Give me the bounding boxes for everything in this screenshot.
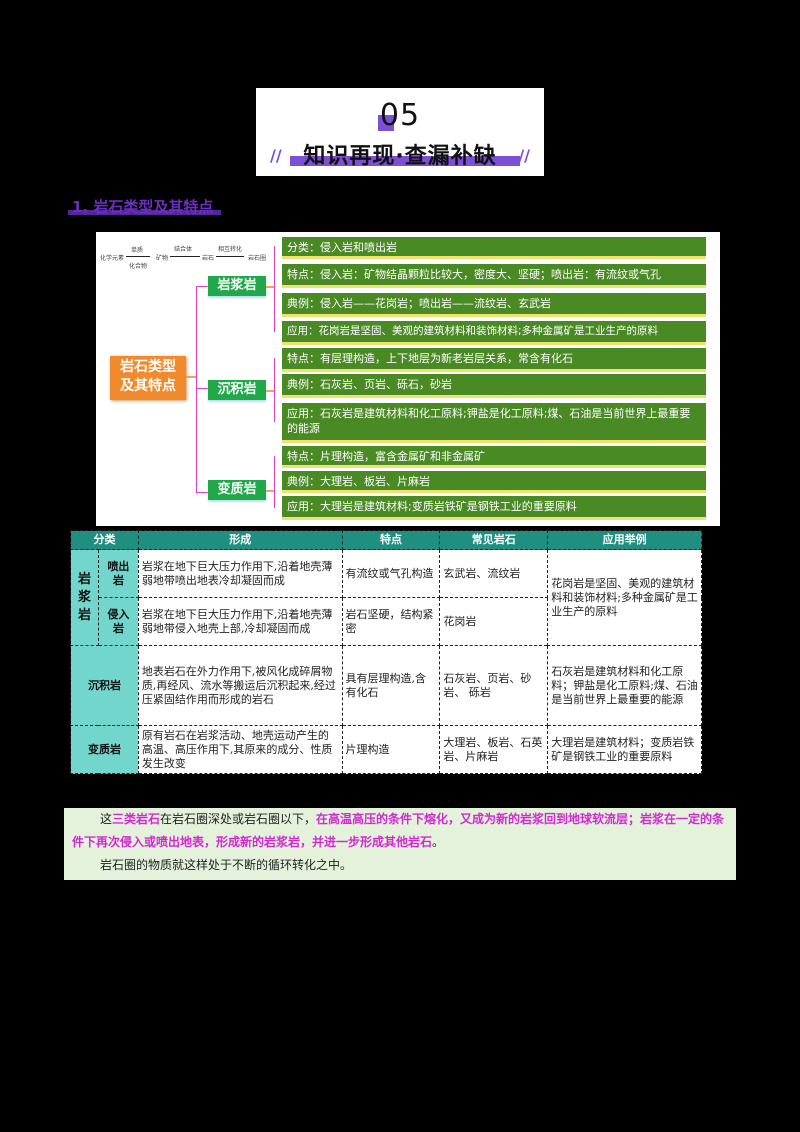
cell-formation: 地表岩石在外力作用下,被风化成碎屑物质,再经风、流水等搬运后沉积起来,经过压紧固… [137, 645, 343, 726]
category-metamorphic: 变质岩 [208, 480, 266, 500]
header-rocks: 常见岩石 [439, 530, 549, 550]
cell-use: 大理岩是建筑材料；变质岩铁矿是钢铁工业的重要原料 [547, 725, 702, 774]
root-line-1: 岩石类型 [120, 359, 176, 375]
category-sedimentary: 沉积岩 [208, 380, 266, 400]
table-row: 变质岩 原有岩石在岩浆活动、地壳运动产生的高温、高压作用下,其原来的成分、性质发… [70, 725, 702, 774]
summary-paragraph-1: 这三类岩石在岩石圈深处或岩石圈以下，在高温高压的条件下熔化，又成为新的岩浆回到地… [64, 808, 736, 854]
header-use: 应用举例 [547, 530, 702, 550]
root-line-2: 及其特点 [120, 378, 176, 394]
leaf-igneous-feature: 特点：侵入岩：矿物结晶颗粒比较大，密度大、坚硬；喷出岩：有流纹或气孔 [282, 264, 706, 288]
mindmap-root: 岩石类型 及其特点 [110, 356, 186, 400]
cell-formation: 原有岩石在岩浆活动、地壳运动产生的高温、高压作用下,其原来的成分、性质发生改变 [137, 725, 343, 774]
cell-use: 石灰岩是建筑材料和化工原料；钾盐是化工原料;煤、石油是当前世界上最重要的能源 [547, 645, 702, 726]
header-formation: 形成 [137, 530, 343, 550]
highlight-text: 在高温高压的条件下熔化，又成为新的岩浆回到地球软流层；岩浆在一定的条件下再次侵入… [72, 812, 725, 849]
leaf-metamorphic-feature: 特点：片理构造，富含金属矿和非金属矿 [282, 446, 706, 468]
slash-decoration-right: // [518, 146, 530, 165]
title-underline-bar [290, 156, 520, 166]
leaf-bracket [274, 456, 275, 508]
cell-use: 花岗岩是坚固、美观的建筑材料和装饰材料;多种金属矿是工业生产的原料 [547, 549, 702, 646]
table-row: 沉积岩 地表岩石在外力作用下,被风化成碎屑物质,再经风、流水等搬运后沉积起来,经… [70, 645, 702, 726]
branch-line [196, 492, 208, 493]
heading-highlight [68, 210, 222, 215]
flow-rock: 岩石 [202, 255, 215, 262]
leaf-sedimentary-feature: 特点：有层理构造，上下地层为新老岩层关系，常含有化石 [282, 348, 706, 372]
root-connector [186, 376, 196, 378]
cat-connector [266, 490, 274, 492]
cat-connector [266, 390, 274, 392]
trunk-line [196, 286, 197, 492]
flow-arrow [216, 256, 244, 257]
cell-feature: 岩石坚硬，结构紧密 [341, 597, 441, 646]
category-igneous: 岩浆岩 [208, 276, 266, 296]
rock-types-mindmap: 化学元素 单质 化合物 矿物 结合体 岩石 相互转化 岩石圈 岩石类型 及其特点… [96, 232, 720, 526]
header-category: 分类 [70, 530, 139, 550]
flow-arrow [126, 256, 150, 257]
cell-formation: 岩浆在地下巨大压力作用下,沿着地壳薄弱地带喷出地表冷却凝固而成 [137, 549, 343, 598]
leaf-metamorphic-use: 应用：大理岩是建筑材料;变质岩铁矿是钢铁工业的重要原料 [282, 496, 706, 520]
cell-subtype: 侵入岩 [97, 597, 139, 646]
table-row: 侵入岩 岩浆在地下巨大压力作用下,沿着地壳薄弱地带侵入地壳上部,冷却凝固而成 岩… [71, 597, 702, 646]
leaf-sedimentary-example: 典例：石灰岩、页岩、砾石，砂岩 [282, 374, 706, 398]
cell-rocks: 石灰岩、页岩、砂岩、 砾岩 [439, 645, 549, 726]
flow-mineral: 矿物 [156, 255, 169, 262]
cell-formation: 岩浆在地下巨大压力作用下,沿着地壳薄弱地带侵入地壳上部,冷却凝固而成 [137, 597, 343, 646]
text: 。 [432, 835, 445, 849]
flow-arrow [170, 256, 200, 257]
section-number: 05 [379, 98, 421, 133]
flow-label: 相互转化 [218, 246, 243, 253]
subsection-heading: 1. 岩石类型及其特点 [68, 196, 222, 217]
slash-decoration-left: // [270, 146, 282, 165]
cell-feature: 片理构造 [341, 725, 441, 774]
table-header-row: 分类 形成 特点 常见岩石 应用举例 [70, 530, 702, 550]
flow-label: 单质 [131, 247, 144, 254]
header-feature: 特点 [341, 530, 441, 550]
branch-line [196, 286, 208, 287]
flow-lithosphere: 岩石圈 [248, 255, 267, 262]
text: 这 [100, 812, 113, 826]
section-title: 知识再现·查漏补缺 [303, 144, 497, 169]
cell-feature: 具有层理构造,含有化石 [341, 645, 441, 726]
text: 在岩石圈深处或岩石圈以下， [160, 812, 317, 826]
summary-paragraph-2: 岩石圈的物质就这样处于不断的循环转化之中。 [100, 858, 353, 872]
cell-rocks: 花岗岩 [439, 597, 549, 646]
flow-element: 化学元素 [100, 255, 125, 262]
cell-rocks: 玄武岩、流纹岩 [439, 549, 549, 598]
flow-label: 化合物 [129, 263, 148, 270]
cell-igneous: 岩浆岩 [70, 549, 99, 646]
leaf-sedimentary-use: 应用：石灰岩是建筑材料和化工原料;钾盐是化工原料;煤、石油是当前世界上最重要的能… [282, 403, 706, 443]
cell-rocks: 大理岩、板岩、石英岩、片麻岩 [439, 725, 549, 774]
highlight-text: 三类岩石 [112, 812, 161, 826]
cell-metamorphic: 变质岩 [70, 725, 139, 774]
leaf-igneous-class: 分类：侵入岩和喷出岩 [282, 237, 706, 259]
badge-square-decoration [378, 115, 394, 131]
leaf-igneous-use: 应用：花岗岩是坚固、美观的建筑材料和装饰材料;多种金属矿是工业生产的原料 [282, 321, 706, 345]
branch-line [196, 388, 208, 389]
leaf-igneous-example: 典例：侵入岩——花岗岩；喷出岩——流纹岩、玄武岩 [282, 293, 706, 317]
table-row: 岩浆岩 喷出岩 岩浆在地下巨大压力作用下,沿着地壳薄弱地带喷出地表冷却凝固而成 … [70, 549, 702, 646]
cell-feature: 有流纹或气孔构造 [341, 549, 441, 598]
rock-comparison-table: 分类 形成 特点 常见岩石 应用举例 岩浆岩 喷出岩 岩浆在地下巨大压力作用下,… [70, 530, 702, 774]
cell-subtype: 喷出岩 [97, 549, 139, 598]
section-badge: 05 知识再现·查漏补缺 // // [256, 88, 544, 176]
cat-connector [266, 286, 274, 288]
leaf-bracket [274, 246, 275, 332]
leaf-bracket [274, 358, 275, 422]
cell-sedimentary: 沉积岩 [70, 645, 139, 726]
flow-label: 结合体 [174, 246, 193, 253]
rock-cycle-summary: 这三类岩石在岩石圈深处或岩石圈以下，在高温高压的条件下熔化，又成为新的岩浆回到地… [64, 808, 736, 880]
leaf-metamorphic-example: 典例：大理岩、板岩、片麻岩 [282, 471, 706, 493]
